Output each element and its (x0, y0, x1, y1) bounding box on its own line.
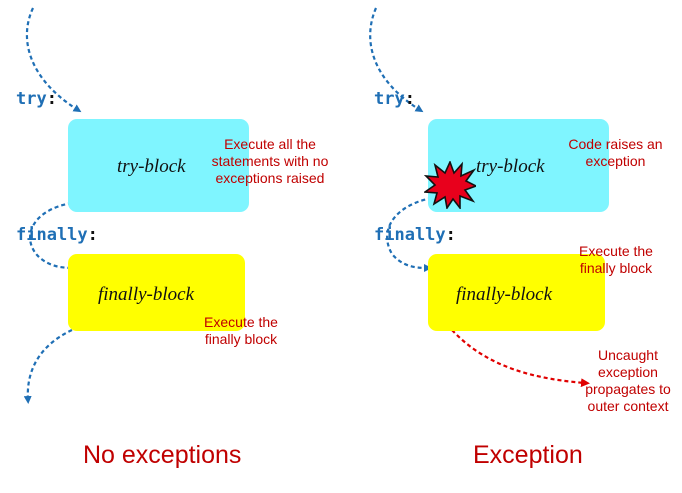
right-finally-block (428, 254, 605, 331)
right-caption: Exception (473, 441, 583, 469)
right-uncaught-note: Uncaught exception propagates to outer c… (574, 347, 682, 415)
right-finally-note-line-2: finally block (579, 260, 653, 276)
left-caption: No exceptions (83, 441, 242, 469)
right-finally-keyword-text: finally (374, 225, 446, 245)
right-try-note: Code raises an exception (553, 136, 678, 170)
left-finally-block (68, 254, 245, 331)
right-finally-colon: : (445, 225, 456, 245)
left-try-note-line-3: exceptions raised (215, 170, 325, 186)
left-try-note-line-1: Execute all the (224, 136, 316, 152)
right-finally-block-label: finally-block (456, 284, 553, 305)
left-finally-keyword: finally: (16, 225, 98, 245)
right-try-note-line-1: Code raises an (568, 136, 663, 152)
right-uncaught-note-line-1: Uncaught (598, 347, 658, 363)
left-try-note: Execute all the statements with no excep… (200, 136, 340, 187)
left-try-keyword: try: (16, 89, 57, 109)
right-try-keyword-text: try (374, 89, 405, 109)
left-finally-note-line-1: Execute the (204, 314, 278, 330)
right-try-keyword: try: (374, 89, 415, 109)
left-try-note-line-2: statements with no (211, 153, 329, 169)
right-try-block-label: try-block (476, 156, 545, 177)
left-finally-block-label: finally-block (98, 284, 195, 305)
right-uncaught-note-line-4: outer context (587, 398, 669, 414)
left-try-to-finally-arrow (29, 201, 78, 272)
right-try-to-finally-arrow (386, 196, 433, 272)
left-try-colon: : (46, 89, 57, 109)
left-finally-keyword-text: finally (16, 225, 88, 245)
left-finally-note: Execute the finally block (186, 314, 296, 348)
right-finally-note: Execute the finally block (561, 243, 671, 277)
right-try-note-line-2: exception (585, 153, 646, 169)
right-uncaught-note-line-3: propagates to (585, 381, 671, 397)
left-try-block (68, 119, 249, 212)
left-exit-arrow (23, 329, 73, 404)
right-try-colon: : (404, 89, 415, 109)
explosion-icon (424, 161, 476, 209)
left-finally-note-line-2: finally block (204, 331, 278, 347)
right-finally-note-line-1: Execute the (579, 243, 653, 259)
left-try-block-label: try-block (117, 156, 186, 177)
right-finally-keyword: finally: (374, 225, 456, 245)
right-uncaught-exception-arrow (451, 329, 590, 388)
right-uncaught-note-line-2: exception (598, 364, 658, 380)
left-try-keyword-text: try (16, 89, 47, 109)
left-finally-colon: : (87, 225, 98, 245)
